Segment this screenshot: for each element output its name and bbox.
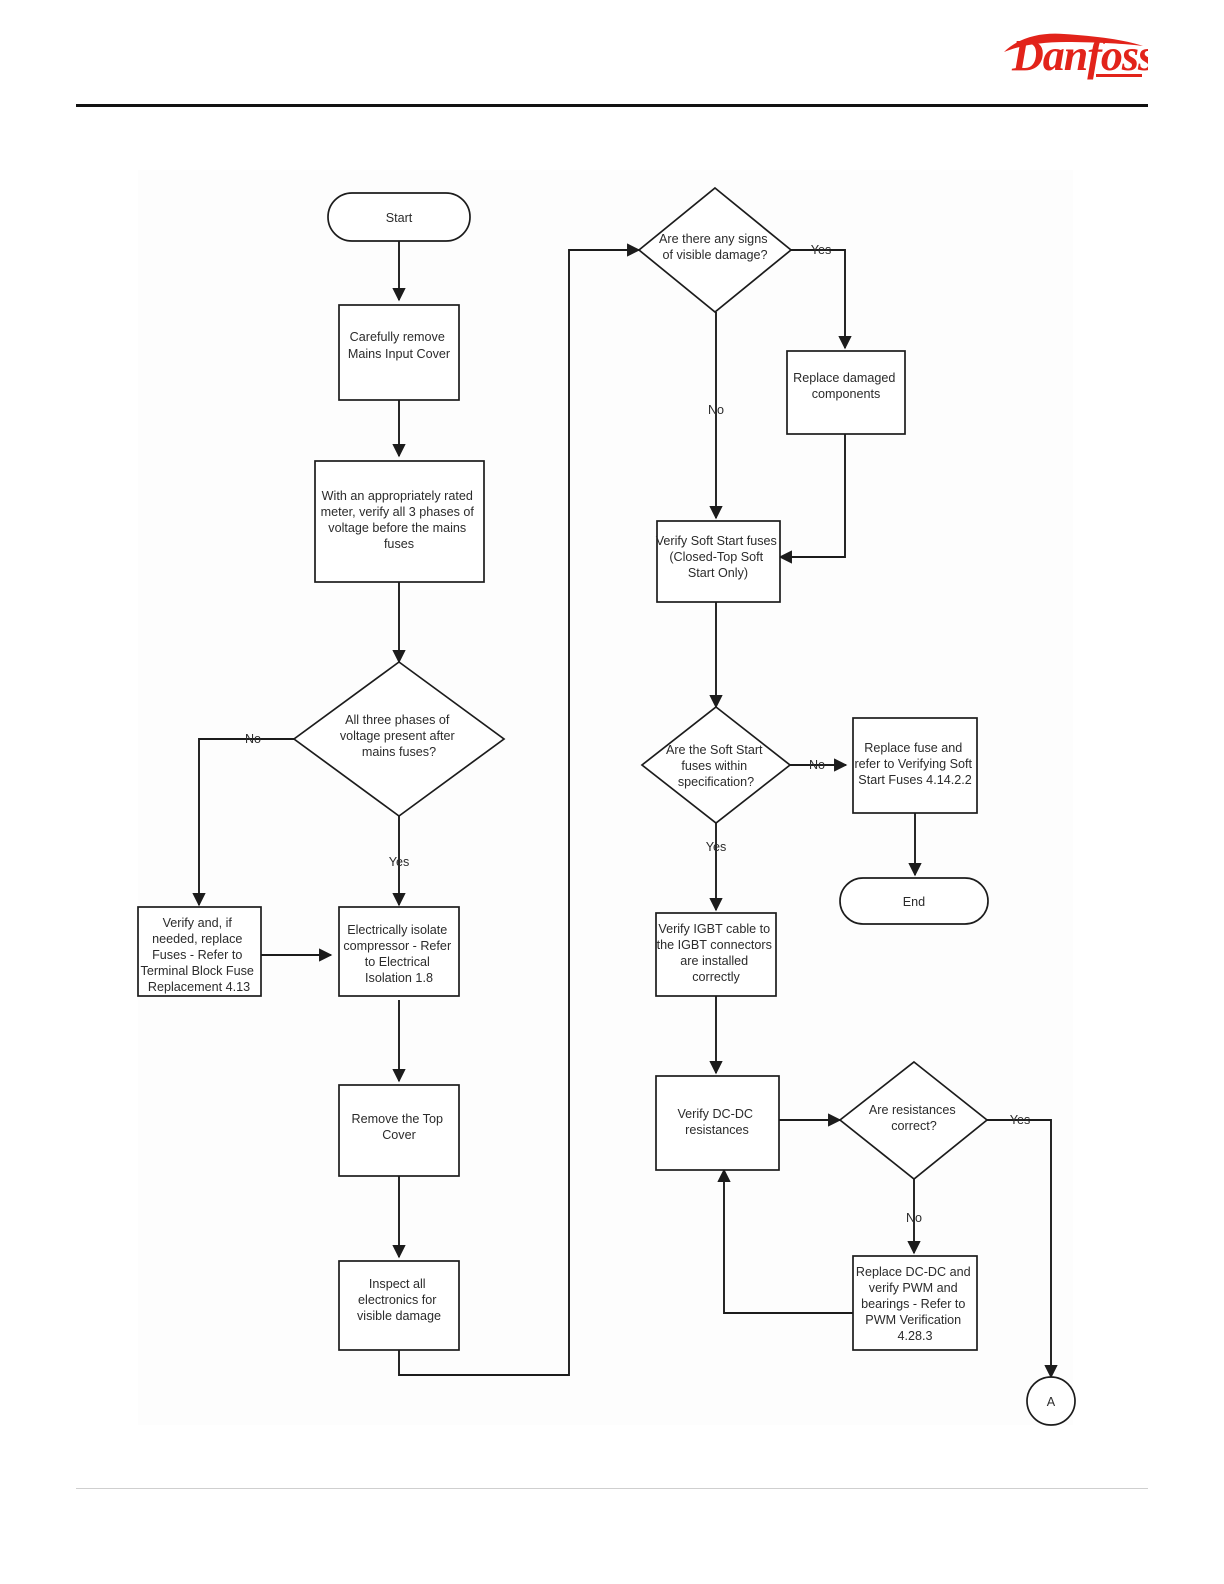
edge-replace-dcdc-to-dcdc — [717, 1168, 853, 1314]
node-replace-dcdc-label: Replace DC-DC and verify PWM and bearing… — [856, 1265, 974, 1343]
node-dcdc-label: Verify DC-DC resistances — [677, 1107, 756, 1137]
node-soft-spec-q-label: Are the Soft Start fuses within specific… — [666, 743, 766, 789]
dcdc-shape — [655, 1075, 780, 1171]
node-dcdc[interactable]: Verify DC-DC resistances — [655, 1075, 780, 1171]
edge-res-q-yes-to-connector-a — [987, 1119, 1058, 1379]
replace-fuse-shape — [852, 717, 978, 814]
node-replace-dcdc[interactable]: Replace DC-DC and verify PWM and bearing… — [852, 1255, 978, 1351]
soft-spec-q-shape — [640, 705, 792, 825]
edge-replace-dmg-to-soft-fuses — [778, 434, 846, 564]
node-verify-3ph-label: With an appropriately rated meter, verif… — [321, 489, 478, 551]
danfoss-wordmark-text: Danfoss — [1011, 31, 1148, 80]
node-remove-cover-label: Carefully remove Mains Input Cover — [348, 330, 450, 361]
node-end[interactable]: End — [839, 877, 989, 925]
node-inspect[interactable]: Inspect all electronics for visible dama… — [338, 1260, 460, 1351]
node-phases-q-label: All three phases of voltage present afte… — [340, 713, 458, 759]
node-replace-dmg[interactable]: Replace damaged components — [786, 350, 906, 435]
edge-label-soft-spec-yes: Yes — [706, 840, 727, 854]
verify-fuses-shape — [137, 906, 262, 997]
edge-label-damage-no: No — [708, 403, 724, 417]
node-connector-a-label: A — [1047, 1395, 1056, 1409]
node-replace-dmg-label: Replace damaged components — [793, 371, 899, 401]
edge-label-damage-yes: Yes — [811, 243, 832, 257]
header-divider — [76, 104, 1148, 107]
igbt-shape — [655, 912, 777, 997]
node-connector-a[interactable]: A — [1026, 1376, 1076, 1426]
node-isolate-label: Electrically isolate compressor - Refer … — [343, 923, 454, 985]
phases-q-shape — [292, 660, 506, 818]
node-isolate[interactable]: Electrically isolate compressor - Refer … — [338, 906, 460, 997]
node-soft-spec-q[interactable]: Are the Soft Start fuses within specific… — [640, 705, 792, 825]
node-verify-fuses[interactable]: Verify and, if needed, replace Fuses - R… — [137, 906, 262, 997]
footer-divider — [76, 1488, 1148, 1489]
edge-inspect-to-damage-q — [398, 243, 641, 1376]
remove-cover-shape — [338, 304, 460, 401]
node-start[interactable]: Start — [327, 192, 471, 242]
node-inspect-label: Inspect all electronics for visible dama… — [357, 1277, 441, 1323]
node-phases-q[interactable]: All three phases of voltage present afte… — [292, 660, 506, 818]
verify-3ph-shape — [314, 460, 485, 583]
damage-q-shape — [637, 186, 793, 314]
edge-label-soft-spec-no: No — [809, 758, 825, 772]
connector-a-shape — [1026, 1376, 1076, 1426]
node-igbt[interactable]: Verify IGBT cable to the IGBT connectors… — [655, 912, 777, 997]
edge-damage-q-yes-to-replace-dmg — [791, 249, 852, 350]
node-soft-fuses[interactable]: Verify Soft Start fuses (Closed-Top Soft… — [656, 520, 781, 603]
node-igbt-label: Verify IGBT cable to the IGBT connectors… — [657, 922, 776, 984]
soft-fuses-shape — [656, 520, 781, 603]
node-top-cover-label: Remove the Top Cover — [352, 1112, 447, 1142]
edge-label-res-yes: Yes — [1010, 1113, 1031, 1127]
inspect-shape — [338, 1260, 460, 1351]
danfoss-logo: Danfoss — [1000, 22, 1148, 84]
node-damage-q-label: Are there any signs of visible damage? — [659, 232, 771, 262]
start-shape — [327, 192, 471, 242]
edge-label-res-no: No — [906, 1211, 922, 1225]
node-start-label: Start — [386, 211, 413, 225]
top-cover-shape — [338, 1084, 460, 1177]
node-soft-fuses-label: Verify Soft Start fuses (Closed-Top Soft… — [656, 534, 781, 580]
node-res-q-label: Are resistances correct? — [869, 1103, 959, 1133]
edge-label-phases-yes: Yes — [389, 855, 410, 869]
res-q-shape — [838, 1060, 989, 1181]
replace-dcdc-shape — [852, 1255, 978, 1351]
node-replace-fuse[interactable]: Replace fuse and refer to Verifying Soft… — [852, 717, 978, 814]
replace-dmg-shape — [786, 350, 906, 435]
node-top-cover[interactable]: Remove the Top Cover — [338, 1084, 460, 1177]
node-verify-3ph[interactable]: With an appropriately rated meter, verif… — [314, 460, 485, 583]
edge-phases-q-no-to-verify-fuses — [192, 738, 294, 907]
node-replace-fuse-label: Replace fuse and refer to Verifying Soft… — [854, 741, 975, 787]
isolate-shape — [338, 906, 460, 997]
node-damage-q[interactable]: Are there any signs of visible damage? — [637, 186, 793, 314]
edge-label-phases-no: No — [245, 732, 261, 746]
edge-label-layer: No Yes Yes No No Yes Yes No — [245, 243, 1030, 1225]
node-end-label: End — [903, 895, 925, 909]
node-res-q[interactable]: Are resistances correct? — [838, 1060, 989, 1181]
node-verify-fuses-label: Verify and, if needed, replace Fuses - R… — [141, 916, 258, 994]
node-remove-cover[interactable]: Carefully remove Mains Input Cover — [338, 304, 460, 401]
edge-layer — [192, 241, 1058, 1379]
end-shape — [839, 877, 989, 925]
